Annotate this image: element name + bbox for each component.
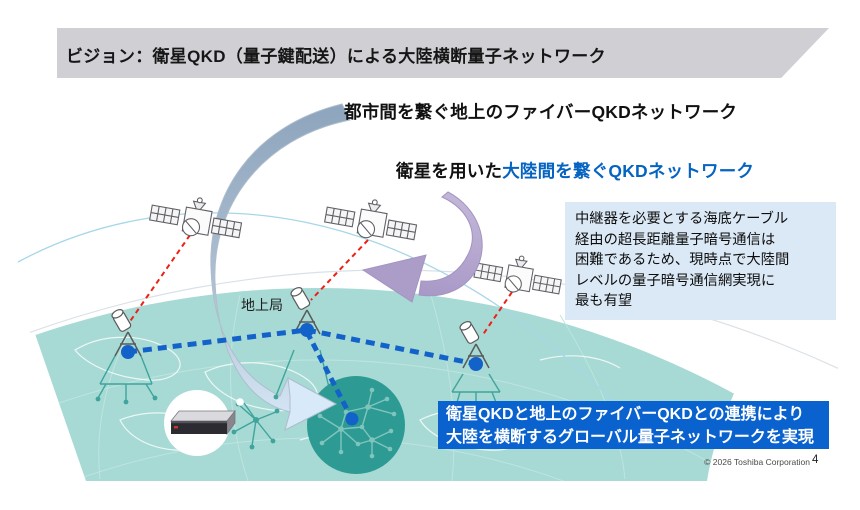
info-box: 中継器を必要とする海底ケーブル 経由の超長距離量子暗号通信は 困難であるため、現… (565, 202, 836, 320)
swoosh-arrowhead (284, 377, 338, 431)
city-network-circle (307, 376, 405, 474)
fiber-link-city (304, 330, 354, 419)
banner-line-1: 衛星QKDと地上のファイバーQKDとの連携により (446, 406, 805, 423)
copyright-notice: © 2026 Toshiba Corporation (704, 457, 810, 467)
satellite-icon (324, 199, 418, 241)
laser-link-1 (123, 234, 191, 331)
slide-title: ビジョン：衛星QKD（量子鍵配送）による大陸横断量子ネットワーク (66, 47, 606, 66)
ground-station-label: 地上局 (241, 297, 283, 313)
info-box-line: 経由の超長距離量子暗号通信は (575, 231, 776, 248)
fiber-links (127, 327, 477, 367)
heading-satellite-network: 衛星を用いた大陸間を繋ぐQKDネットワーク (396, 158, 754, 183)
conclusion-banner: 衛星QKDと地上のファイバーQKDとの連携により 大陸を横断するグローバル量子ネ… (438, 401, 829, 449)
orbit-path (17, 212, 661, 453)
satellite-qkd-arrow (361, 191, 483, 303)
laser-link-2 (310, 239, 369, 301)
laser-links (123, 234, 513, 337)
qkd-device-icon (164, 390, 244, 456)
info-box-line: レベルの量子暗号通信網実現に (575, 272, 776, 289)
banner-line-2: 大陸を横断するグローバル量子ネットワークを実現 (446, 428, 814, 446)
info-box-line: 困難であるため、現時点で大陸間 (575, 252, 790, 268)
city-node (345, 412, 359, 426)
title-bar (57, 28, 829, 78)
satellite-icon (149, 197, 243, 239)
heading-satellite-highlight: 大陸間を繋ぐQKDネットワーク (502, 161, 755, 181)
info-box-line: 中継器を必要とする海底ケーブル (575, 211, 789, 227)
heading-satellite-prefix: 衛星を用いた (396, 161, 503, 181)
page-number: 4 (812, 454, 819, 466)
info-box-line: 最も有望 (575, 293, 633, 309)
heading-fiber-network: 都市間を繋ぐ地上のファイバーQKDネットワーク (344, 102, 738, 122)
